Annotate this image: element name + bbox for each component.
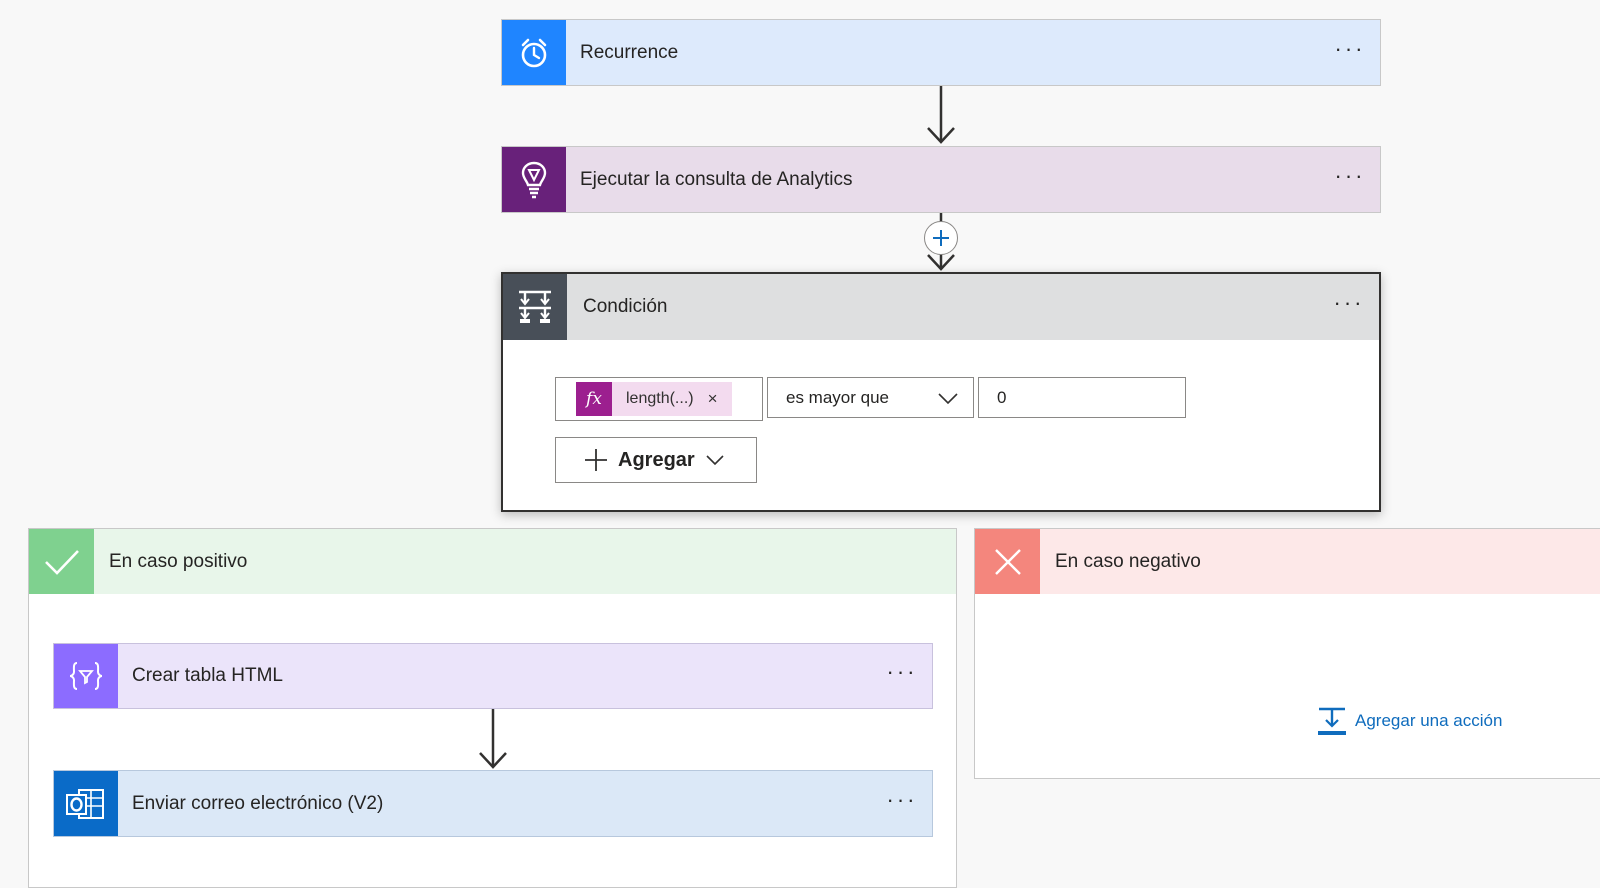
send-email-more-button[interactable]: ··· [886, 786, 918, 812]
analytics-query-card[interactable]: Ejecutar la consulta de Analytics ··· [501, 146, 1381, 213]
plus-icon [585, 449, 607, 471]
create-html-table-title: Crear tabla HTML [132, 665, 283, 686]
send-email-title: Enviar correo electrónico (V2) [132, 792, 384, 814]
analytics-query-title: Ejecutar la consulta de Analytics [580, 168, 853, 190]
condition-header[interactable]: Condición ··· [503, 274, 1379, 340]
no-branch: En caso negativo [974, 528, 1600, 779]
condition-value-input[interactable]: 0 [978, 377, 1186, 418]
condition-title: Condición [583, 296, 668, 317]
recurrence-card[interactable]: Recurrence ··· [501, 19, 1381, 86]
send-email-card[interactable]: Enviar correo electrónico (V2) ··· [53, 770, 933, 837]
create-html-table-more-button[interactable]: ··· [886, 659, 918, 684]
add-condition-button[interactable]: Agregar [555, 437, 757, 483]
recurrence-title: Recurrence [580, 41, 679, 63]
fx-icon: fx [576, 382, 612, 416]
lightbulb-icon [502, 147, 566, 212]
yes-branch-title: En caso positivo [109, 550, 248, 572]
condition-value-text: 0 [997, 387, 1007, 407]
connector-arrow [479, 709, 507, 769]
condition-icon [503, 274, 567, 340]
operator-select[interactable]: es mayor que [767, 377, 974, 418]
expression-text: length(...) [626, 390, 694, 407]
add-action-label: Agregar una acción [1355, 711, 1503, 730]
recurrence-more-button[interactable]: ··· [1334, 35, 1366, 61]
add-action-icon [1318, 707, 1346, 735]
connector-arrow [927, 86, 955, 144]
yes-branch-header[interactable]: En caso positivo [29, 529, 956, 594]
chevron-down-icon [706, 455, 724, 466]
no-branch-title: En caso negativo [1055, 550, 1201, 572]
check-icon [29, 529, 94, 594]
data-operation-icon [54, 644, 118, 708]
operator-value: es mayor que [786, 387, 889, 407]
expression-token[interactable]: fx length(...) × [576, 382, 732, 416]
alarm-clock-icon [502, 20, 566, 85]
close-icon [975, 529, 1040, 594]
add-action-link[interactable]: Agregar una acción [1317, 706, 1502, 736]
insert-step-button[interactable] [924, 221, 958, 255]
remove-token-button[interactable]: × [707, 389, 718, 408]
create-html-table-card[interactable]: Crear tabla HTML ··· [53, 643, 933, 709]
condition-more-button[interactable]: ··· [1333, 290, 1365, 315]
analytics-more-button[interactable]: ··· [1334, 162, 1366, 188]
plus-circle-icon [933, 230, 949, 246]
chevron-down-icon [938, 392, 958, 404]
condition-left-operand[interactable]: fx length(...) × [555, 377, 763, 421]
add-condition-label: Agregar [618, 448, 695, 471]
no-branch-header[interactable]: En caso negativo [975, 529, 1600, 594]
outlook-icon [54, 771, 118, 836]
